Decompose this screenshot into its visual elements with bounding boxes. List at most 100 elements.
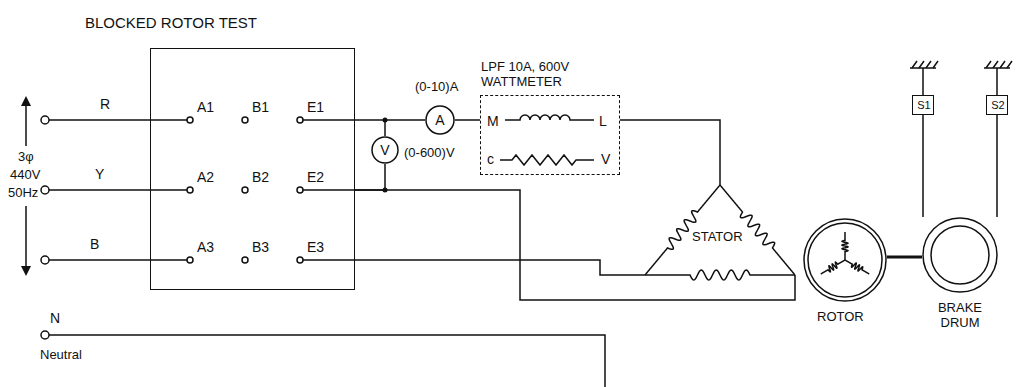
terminal-label: A2 bbox=[197, 169, 214, 185]
brake-drum-outline bbox=[922, 217, 998, 293]
terminal-label: E2 bbox=[307, 169, 324, 185]
terminal-label: B2 bbox=[252, 169, 269, 185]
terminal-label: E1 bbox=[307, 99, 324, 115]
meter-symbol: V bbox=[371, 142, 399, 158]
phase-label: Y bbox=[95, 166, 104, 182]
box-terminal bbox=[187, 257, 193, 263]
box-terminal bbox=[187, 187, 193, 193]
output-wire bbox=[303, 259, 355, 261]
box-terminal bbox=[297, 117, 303, 123]
spring-balance: S1 bbox=[912, 95, 934, 115]
balance-hanger bbox=[922, 68, 924, 95]
winding-lead bbox=[794, 275, 796, 280]
rotor-coil bbox=[821, 260, 845, 274]
arrow-head bbox=[21, 266, 31, 276]
rotor-outline bbox=[803, 218, 887, 302]
winding-lead bbox=[640, 274, 645, 276]
supply-wire bbox=[49, 189, 187, 191]
terminal-label: V bbox=[601, 151, 610, 167]
box-terminal bbox=[242, 117, 248, 123]
supply-arrow bbox=[25, 206, 27, 270]
supply-rating: 50Hz bbox=[8, 186, 38, 201]
shaft bbox=[887, 256, 922, 259]
ground-hatch bbox=[912, 61, 938, 68]
range-label: (0-10)A bbox=[415, 80, 458, 95]
stator-coil bbox=[645, 270, 795, 280]
ammeter: A(0-10)A bbox=[425, 105, 455, 135]
phase-label: R bbox=[100, 96, 110, 112]
pressure-coil bbox=[500, 155, 594, 165]
neutral-label: Neutral bbox=[40, 348, 82, 363]
terminal-label: E3 bbox=[307, 239, 324, 255]
meter-rating: LPF 10A, 600V WATTMETER bbox=[481, 60, 601, 90]
meter-symbol: A bbox=[425, 112, 455, 128]
winding-lead bbox=[719, 180, 721, 185]
rotor-coil bbox=[845, 260, 869, 274]
part-name: ROTOR bbox=[817, 310, 864, 325]
box-terminal bbox=[297, 187, 303, 193]
stator-winding: STATOR bbox=[640, 180, 800, 280]
voltmeter: V(0-600)V bbox=[371, 136, 399, 164]
brake-drum: BRAKE DRUM bbox=[922, 217, 998, 293]
supply-wire bbox=[49, 259, 187, 261]
neutral-label: N bbox=[50, 310, 60, 326]
terminal-label: B3 bbox=[252, 239, 269, 255]
arrow-head bbox=[21, 96, 31, 106]
terminal-label: L bbox=[599, 113, 607, 129]
drum-outline bbox=[923, 218, 997, 292]
line-wire bbox=[455, 119, 480, 121]
part-name: STATOR bbox=[692, 230, 743, 245]
supply-terminal bbox=[41, 116, 49, 124]
diagram-title: BLOCKED ROTOR TEST bbox=[85, 14, 257, 31]
supply-arrow bbox=[25, 102, 27, 146]
rotor-outline bbox=[804, 219, 886, 301]
balance-label: S2 bbox=[987, 99, 1009, 112]
ground-support bbox=[984, 67, 1010, 69]
wattmeter: LPF 10A, 600V WATTMETERMLcV bbox=[480, 95, 620, 175]
line-wire bbox=[355, 119, 425, 121]
supply-wire bbox=[49, 119, 187, 121]
terminal-label: A1 bbox=[197, 99, 214, 115]
box-terminal bbox=[242, 257, 248, 263]
supply-terminal bbox=[41, 256, 49, 264]
terminal-label: c bbox=[487, 151, 494, 167]
supply-terminal bbox=[41, 186, 49, 194]
voltmeter-lead bbox=[355, 164, 385, 190]
spring-balance: S2 bbox=[986, 95, 1008, 115]
rotor-coil bbox=[842, 232, 848, 260]
current-coil bbox=[505, 115, 594, 120]
autotransformer-box: A1 B1 E1A2 B2 E2A3 B3 E3 bbox=[150, 48, 355, 290]
meter-circle bbox=[426, 106, 454, 134]
supply-rating: 440V bbox=[10, 168, 40, 183]
line-wire bbox=[355, 190, 795, 300]
ground-hatch bbox=[986, 61, 1012, 68]
range-label: (0-600)V bbox=[404, 146, 455, 161]
drum-outline bbox=[931, 226, 989, 284]
phase-label: B bbox=[90, 236, 99, 252]
terminal-label: M bbox=[487, 113, 499, 129]
box-terminal bbox=[187, 117, 193, 123]
ground-support bbox=[910, 67, 936, 69]
balance-label: S1 bbox=[913, 99, 935, 112]
box-terminal bbox=[242, 187, 248, 193]
part-name: BRAKE DRUM bbox=[928, 301, 992, 331]
line-wire bbox=[620, 120, 720, 180]
output-wire bbox=[303, 189, 355, 191]
terminal-label: A3 bbox=[197, 239, 214, 255]
neutral-wire bbox=[49, 335, 605, 387]
rotor-outline bbox=[808, 223, 882, 297]
meter-circle bbox=[372, 137, 398, 163]
terminal-label: B1 bbox=[252, 99, 269, 115]
balance-rope bbox=[996, 115, 998, 217]
balance-hanger bbox=[996, 68, 998, 95]
supply-terminal bbox=[41, 331, 49, 339]
line-wire bbox=[355, 260, 640, 275]
supply-rating: 3φ bbox=[18, 150, 34, 165]
output-wire bbox=[303, 119, 355, 121]
rotor: ROTOR bbox=[803, 218, 887, 302]
balance-rope bbox=[922, 115, 924, 217]
